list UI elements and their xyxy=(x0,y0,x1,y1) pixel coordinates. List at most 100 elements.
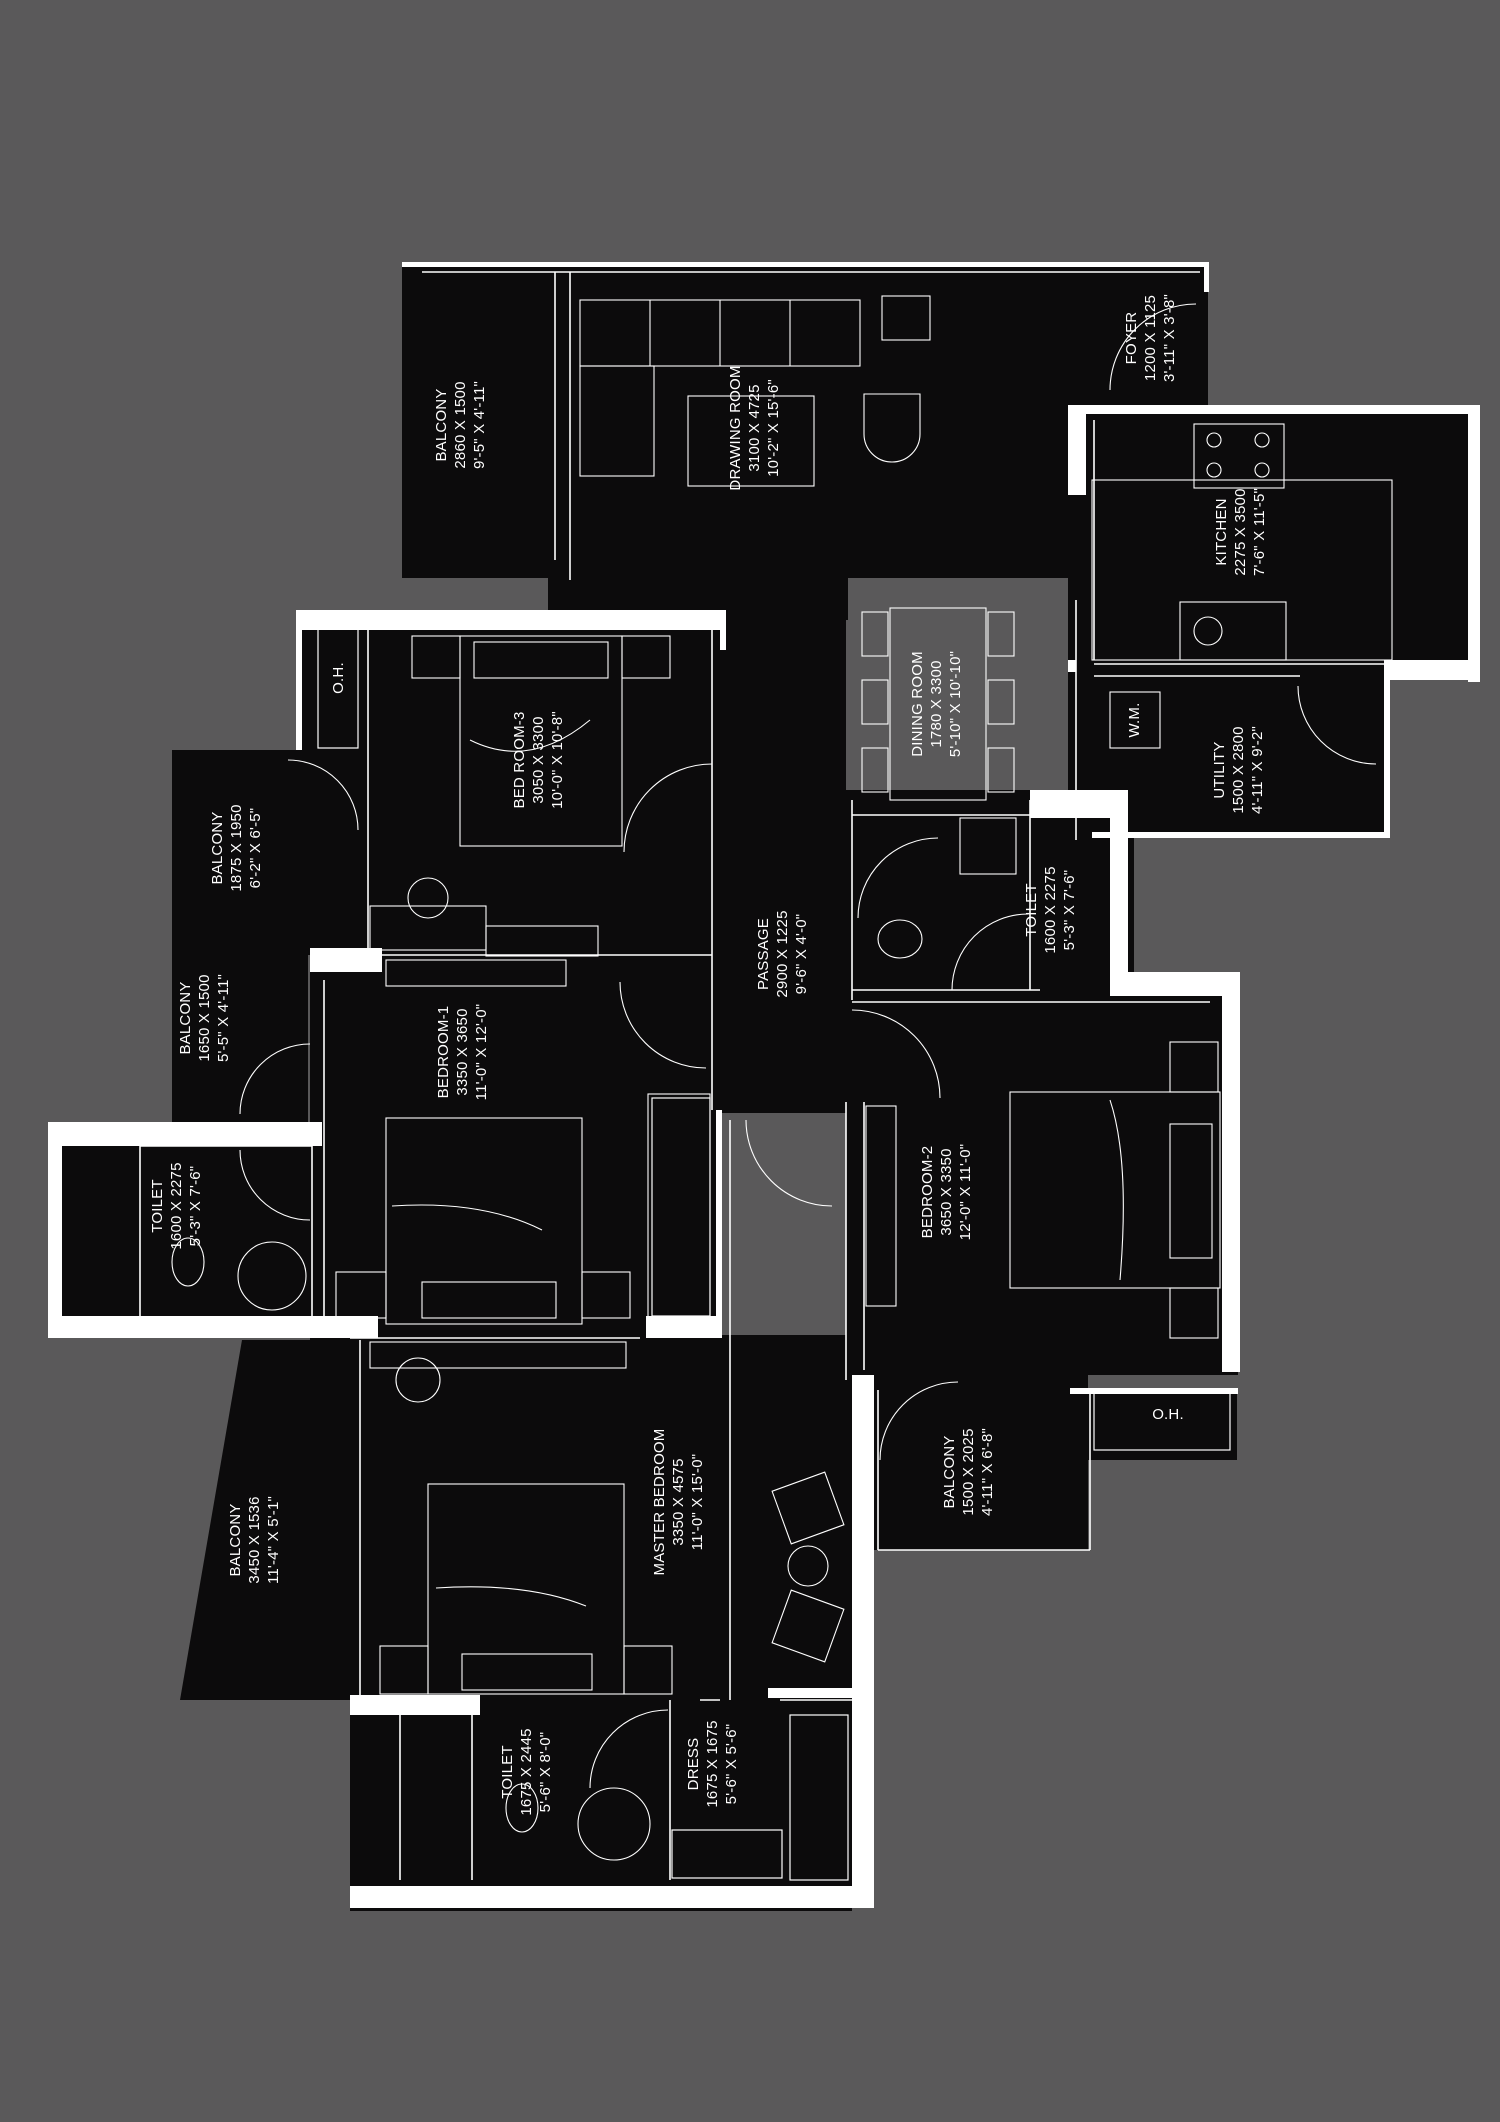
dining-table-icon xyxy=(889,607,987,801)
svg-text:KITCHEN: KITCHEN xyxy=(1213,498,1230,565)
furniture xyxy=(171,295,1393,1881)
coffee-table-icon xyxy=(687,395,815,487)
room-label-balcony-top: BALCONY 2860 X 1500 9'-5" X 4'-11" xyxy=(433,381,488,469)
armchair-icon xyxy=(771,1589,845,1663)
room-label-toilet-common: TOILET 1600 X 2275 5'-3" X 7'-6" xyxy=(1023,866,1078,953)
svg-text:1500 X 2025: 1500 X 2025 xyxy=(960,1428,977,1515)
partitions xyxy=(139,271,1392,1880)
svg-text:9'-6" X 4'-0": 9'-6" X 4'-0" xyxy=(793,914,810,995)
svg-text:1500 X 2800: 1500 X 2800 xyxy=(1230,726,1247,813)
svg-text:TOILET: TOILET xyxy=(1023,883,1040,936)
svg-text:UTILITY: UTILITY xyxy=(1211,741,1228,798)
svg-text:3450 X 1536: 3450 X 1536 xyxy=(246,1496,263,1583)
svg-text:MASTER BEDROOM: MASTER BEDROOM xyxy=(651,1429,668,1576)
svg-text:BED ROOM-3: BED ROOM-3 xyxy=(511,711,528,808)
svg-text:4'-11" X 6'-8": 4'-11" X 6'-8" xyxy=(979,1428,996,1516)
room-label-balcony-left-upper: BALCONY 1875 X 1950 6'-2" X 6'-5" xyxy=(209,804,264,891)
door-swing xyxy=(239,1149,311,1221)
svg-text:TOILET: TOILET xyxy=(149,1179,166,1232)
svg-text:11'-0" X 15'-0": 11'-0" X 15'-0" xyxy=(689,1454,706,1551)
svg-text:BALCONY: BALCONY xyxy=(941,1435,958,1508)
washing-machine-icon xyxy=(1109,691,1161,749)
svg-text:7'-6" X 11'-5": 7'-6" X 11'-5" xyxy=(1251,488,1268,576)
svg-text:1600 X 2275: 1600 X 2275 xyxy=(1042,866,1059,953)
door-swing xyxy=(879,1381,959,1461)
bed-icon xyxy=(459,635,623,847)
svg-text:BEDROOM-2: BEDROOM-2 xyxy=(919,1146,936,1239)
svg-text:5'-5" X 4'-11": 5'-5" X 4'-11" xyxy=(215,974,232,1062)
svg-text:1875 X 1950: 1875 X 1950 xyxy=(228,804,245,891)
svg-text:FOYER: FOYER xyxy=(1123,312,1140,365)
svg-text:TOILET: TOILET xyxy=(499,1745,516,1798)
svg-text:2275 X 3500: 2275 X 3500 xyxy=(1232,488,1249,575)
shaft-label-lower: O.H. xyxy=(1152,1406,1184,1423)
bed-icon xyxy=(1009,1091,1221,1289)
svg-text:11'-4" X 5'-1": 11'-4" X 5'-1" xyxy=(265,1496,282,1584)
svg-text:2900 X 1225: 2900 X 1225 xyxy=(774,910,791,997)
svg-text:1675 X 2445: 1675 X 2445 xyxy=(518,1728,535,1815)
svg-text:O.H.: O.H. xyxy=(1152,1406,1184,1423)
door-swing xyxy=(287,759,359,831)
room-label-utility: UTILITY 1500 X 2800 4'-11" X 9'-2" xyxy=(1211,726,1266,814)
svg-text:3350 X 4575: 3350 X 4575 xyxy=(670,1458,687,1545)
svg-text:12'-0" X 11'-0": 12'-0" X 11'-0" xyxy=(957,1144,974,1241)
door-swing xyxy=(851,1009,941,1099)
doors xyxy=(239,303,1377,1789)
svg-text:5'-3" X 7'-6": 5'-3" X 7'-6" xyxy=(187,1166,204,1247)
svg-text:3100 X 4725: 3100 X 4725 xyxy=(746,384,763,471)
room-label-drawing-room: DRAWING ROOM 3100 X 4725 10'-2" X 15'-6" xyxy=(727,365,782,490)
room-label-balcony-bottom-left: BALCONY 3450 X 1536 11'-4" X 5'-1" xyxy=(227,1496,282,1584)
toilet-icon xyxy=(877,919,923,959)
bed-icon xyxy=(385,1117,583,1325)
room-label-balcony-left-lower: BALCONY 1650 X 1500 5'-5" X 4'-11" xyxy=(177,974,232,1062)
room-label-toilet-left: TOILET 1600 X 2275 5'-3" X 7'-6" xyxy=(149,1162,204,1249)
svg-text:BALCONY: BALCONY xyxy=(209,811,226,884)
svg-text:O.H.: O.H. xyxy=(330,662,347,694)
floor-area xyxy=(48,262,1478,1911)
svg-text:W.M.: W.M. xyxy=(1126,703,1143,738)
svg-text:2860 X 1500: 2860 X 1500 xyxy=(452,381,469,468)
svg-text:4'-11" X 9'-2": 4'-11" X 9'-2" xyxy=(1249,726,1266,814)
door-swing xyxy=(239,1043,311,1115)
svg-text:1780 X 3300: 1780 X 3300 xyxy=(928,660,945,747)
svg-text:BALCONY: BALCONY xyxy=(177,981,194,1054)
svg-text:3350 X 3650: 3350 X 3650 xyxy=(454,1008,471,1095)
svg-text:DRESS: DRESS xyxy=(685,1738,702,1791)
hob-icon xyxy=(1193,423,1285,489)
svg-text:6'-2" X 6'-5": 6'-2" X 6'-5" xyxy=(247,808,264,889)
room-label-wm: W.M. xyxy=(1126,703,1143,738)
door-swing xyxy=(857,837,939,919)
room-label-dress: DRESS 1675 X 1675 5'-6" X 5'-6" xyxy=(685,1720,740,1807)
room-label-bedroom-3: BED ROOM-3 3050 X 3300 10'-0" X 10'-8" xyxy=(511,711,566,809)
svg-text:10'-2" X 15'-6": 10'-2" X 15'-6" xyxy=(765,379,782,477)
svg-text:1650 X 1500: 1650 X 1500 xyxy=(196,974,213,1061)
svg-text:BALCONY: BALCONY xyxy=(227,1503,244,1576)
walls xyxy=(48,262,1480,1908)
door-swing xyxy=(951,913,1029,991)
room-label-master-bedroom: MASTER BEDROOM 3350 X 4575 11'-0" X 15'-… xyxy=(651,1429,706,1576)
armchair-icon xyxy=(771,1471,845,1545)
svg-text:10'-0" X 10'-8": 10'-0" X 10'-8" xyxy=(549,711,566,809)
svg-text:PASSAGE: PASSAGE xyxy=(755,918,772,990)
toilet-icon xyxy=(171,1237,205,1287)
shaft-label-upper: O.H. xyxy=(330,662,347,694)
svg-text:5'-6" X 5'-6": 5'-6" X 5'-6" xyxy=(723,1724,740,1805)
room-label-toilet-master: TOILET 1675 X 2445 5'-6" X 8'-0" xyxy=(499,1728,554,1815)
svg-text:DRAWING ROOM: DRAWING ROOM xyxy=(727,365,744,490)
svg-text:5'-6" X 8'-0": 5'-6" X 8'-0" xyxy=(537,1732,554,1813)
room-label-passage: PASSAGE 2900 X 1225 9'-6" X 4'-0" xyxy=(755,910,810,997)
door-swing xyxy=(1297,685,1377,765)
svg-text:1200 X 1125: 1200 X 1125 xyxy=(1142,295,1159,381)
room-labels: BALCONY 2860 X 1500 9'-5" X 4'-11" DRAWI… xyxy=(149,294,1268,1816)
door-swing xyxy=(1109,303,1197,391)
door-swing xyxy=(623,763,713,853)
door-swing xyxy=(589,1709,669,1789)
room-label-kitchen: KITCHEN 2275 X 3500 7'-6" X 11'-5" xyxy=(1213,488,1268,576)
armchair-icon xyxy=(863,393,921,463)
bed-icon xyxy=(427,1483,625,1695)
door-swing xyxy=(619,981,707,1069)
door-swing xyxy=(745,1119,833,1207)
room-label-bedroom-1: BEDROOM-1 3350 X 3650 11'-0" X 12'-0" xyxy=(435,1004,490,1101)
toilet-icon xyxy=(505,1783,539,1833)
